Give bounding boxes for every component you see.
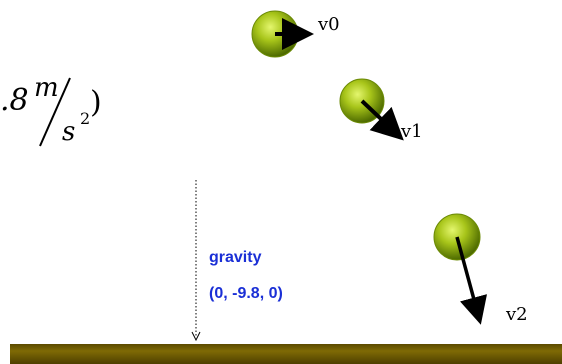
gravity-formula: .8 m s 2 ) — [0, 73, 102, 147]
gravity-label: gravity — [209, 249, 262, 266]
ball-v2: v2 — [433, 213, 528, 325]
formula-numerator: m — [34, 73, 59, 103]
formula-close-paren: ) — [90, 85, 102, 120]
formula-exponent: 2 — [80, 109, 90, 128]
formula-denominator: s — [62, 117, 75, 147]
velocity-arrow-v1 — [360, 99, 404, 141]
ground — [10, 344, 562, 364]
velocity-label-v0: v0 — [317, 14, 340, 35]
formula-lead: .8 — [0, 83, 29, 118]
velocity-label-v2: v2 — [505, 304, 528, 325]
velocity-arrow-v2 — [455, 236, 488, 325]
ball-v0: v0 — [251, 10, 340, 58]
formula-fraction-slash — [39, 77, 71, 147]
gravity-vector: (0, -9.8, 0) — [209, 285, 283, 302]
ball-v1: v1 — [339, 78, 423, 142]
velocity-label-v1: v1 — [400, 121, 423, 142]
